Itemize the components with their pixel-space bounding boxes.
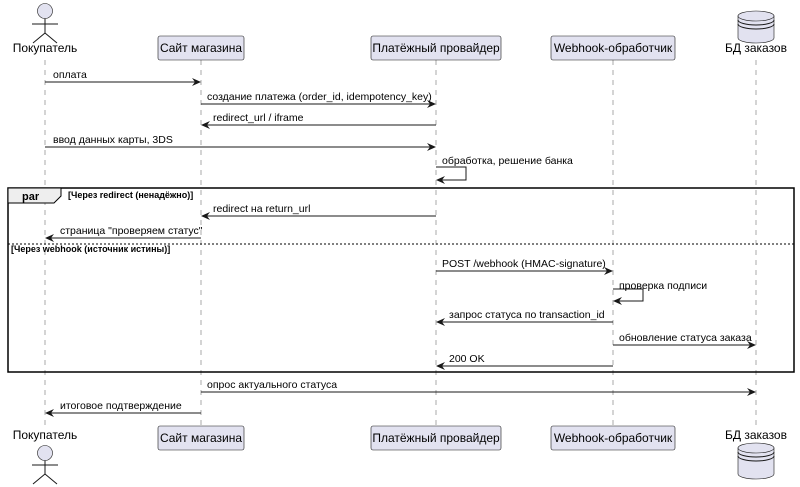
message-label: ввод данных карты, 3DS [53,134,173,146]
par-keyword: par [22,191,40,203]
message-label: страница "проверяем статус" [60,225,203,237]
participant-label-hook-top: Webhook-обработчик [554,41,673,55]
participant-label-buyer-top: Покупатель [13,41,77,55]
lifelines [44,60,757,425]
participant-label-db-bottom: БД заказов [725,428,787,442]
participant-label-hook-bottom: Webhook-обработчик [554,431,673,445]
participant-box-shop-bottom [157,425,245,451]
message-label: итоговое подтверждение [60,400,182,412]
par-tab [7,187,62,204]
par-frame [7,187,795,373]
message-label: redirect_url / iframe [213,112,304,124]
par-guard-redirect: [Через redirect (ненадёжно)] [68,190,193,200]
bottom-participants: Покупатель Сайт магазина Платёжный прова… [13,425,787,485]
participant-label-shop-bottom: Сайт магазина [160,431,242,445]
participant-box-hook-bottom [550,425,676,451]
participant-box-psp-bottom [370,425,502,451]
message-label: опрос актуального статуса [207,379,337,391]
message-label: проверка подписи [619,280,707,292]
participant-label-psp-bottom: Платёжный провайдер [372,431,500,445]
participant-label-shop-top: Сайт магазина [160,41,242,55]
participant-box-hook-top [550,35,676,61]
message-label: обновление статуса заказа [619,332,752,344]
messages: оплата создание платежа (order_id, idemp… [45,69,756,417]
message-label: создание платежа (order_id, idempotency_… [207,91,432,103]
par-fragment: par [Через redirect (ненадёжно)] [Через … [7,187,795,373]
participant-label-buyer-bottom: Покупатель [13,428,77,442]
message-label: обработка, решение банка [442,155,573,167]
message-label: оплата [53,69,87,81]
actor-icon [32,3,58,44]
database-icon [737,10,775,44]
database-icon [737,442,775,480]
message-label: запрос статуса по transaction_id [449,309,605,321]
message-label: redirect на return_url [213,203,310,215]
par-guard-webhook: [Через webhook (источник истины)] [11,244,170,254]
message-label: 200 OK [449,353,485,365]
top-participants: Покупатель Сайт магазина Платёжный прова… [13,3,787,61]
participant-label-psp-top: Платёжный провайдер [372,41,500,55]
actor-icon [32,445,58,485]
participant-label-db-top: БД заказов [725,41,787,55]
message-label: POST /webhook (HMAC-signature) [442,258,606,270]
participant-box-shop-top [157,35,245,61]
participant-box-psp-top [370,35,502,61]
